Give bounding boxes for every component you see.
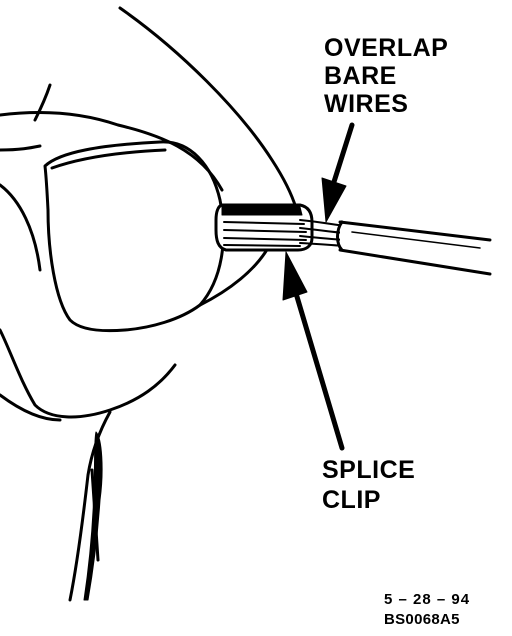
overlap-bare-wires-label: OVERLAP BARE WIRES (324, 36, 448, 120)
knuckle-curve (33, 83, 52, 122)
splice-clip-top-band (221, 206, 303, 216)
splice-label-line-1: SPLICE (322, 456, 416, 484)
overlap-arrowhead (321, 177, 347, 223)
overlap-leader-line (330, 122, 355, 188)
overlap-label-line-1: OVERLAP (324, 34, 449, 62)
insulated-wire-outline (336, 220, 492, 276)
splice-label-line-2: CLIP (322, 486, 381, 514)
thumbnail-edge (50, 148, 167, 170)
hand-mid-contour (0, 183, 42, 272)
bare-wire-strands (299, 219, 346, 247)
hand-upper-contour (0, 111, 224, 192)
splice-clip-ribs (223, 221, 307, 247)
splice-arrowhead (282, 251, 308, 301)
overlap-label-line-2: BARE (324, 62, 397, 90)
thumb-outline (43, 140, 225, 333)
palm-lower-contour (0, 393, 62, 422)
wrist-outline (68, 410, 112, 602)
overlap-label-line-3: WIRES (324, 90, 409, 118)
insulated-wire-highlight (351, 231, 481, 249)
splice-clip-label: SPLICE CLIP (322, 458, 415, 518)
index-finger-outline (0, 328, 177, 419)
hand-upper-inner (0, 144, 42, 152)
hand-back-outline (118, 6, 298, 210)
splice-leader-line (292, 287, 345, 451)
date-code: 5 – 28 – 94 (384, 591, 471, 608)
wrist-fill (83, 431, 103, 601)
figure-id: BS0068A5 (384, 611, 460, 628)
thumb-base-curve (198, 246, 270, 307)
